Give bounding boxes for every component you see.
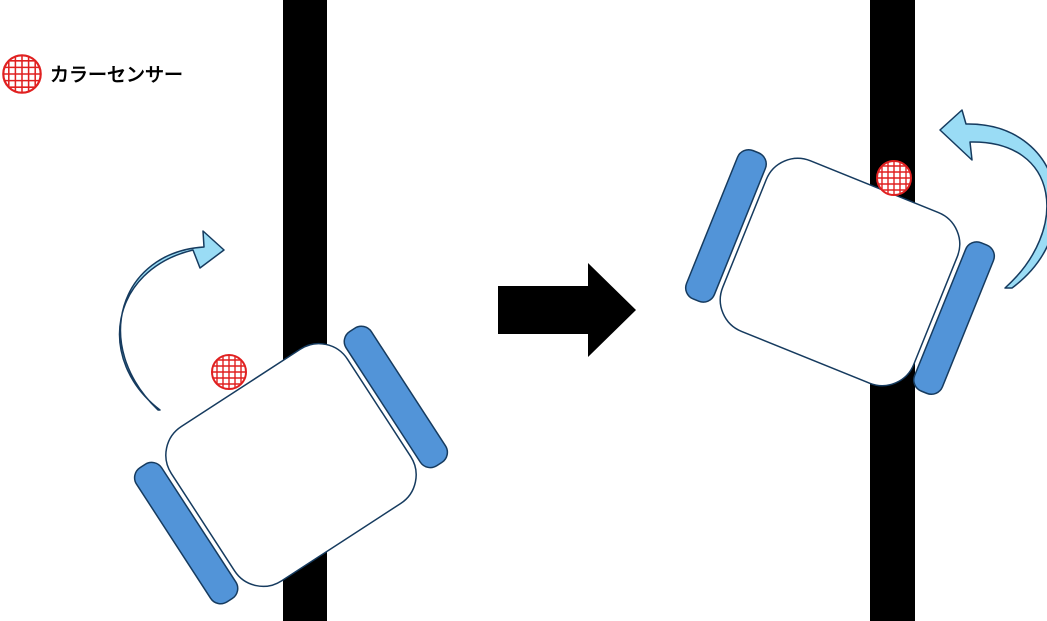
- legend: カラーセンサー: [0, 52, 183, 96]
- robot-left: [133, 325, 449, 605]
- color-sensor-icon: [0, 52, 44, 96]
- wheel-left: [684, 149, 767, 303]
- state-after: [684, 0, 1047, 621]
- robot-body: [719, 157, 961, 387]
- wheel-right: [343, 325, 449, 469]
- rotate-counterclockwise-arrow-icon: [939, 109, 1047, 289]
- wheel-left: [133, 461, 239, 605]
- right-arrow-icon: [498, 263, 636, 357]
- rotate-clockwise-arrow-icon: [118, 230, 225, 411]
- robot-right: [684, 149, 996, 395]
- wheel-right: [913, 241, 996, 395]
- legend-sensor-label: カラーセンサー: [50, 64, 183, 86]
- state-before: [118, 0, 449, 621]
- robot-body: [165, 342, 417, 588]
